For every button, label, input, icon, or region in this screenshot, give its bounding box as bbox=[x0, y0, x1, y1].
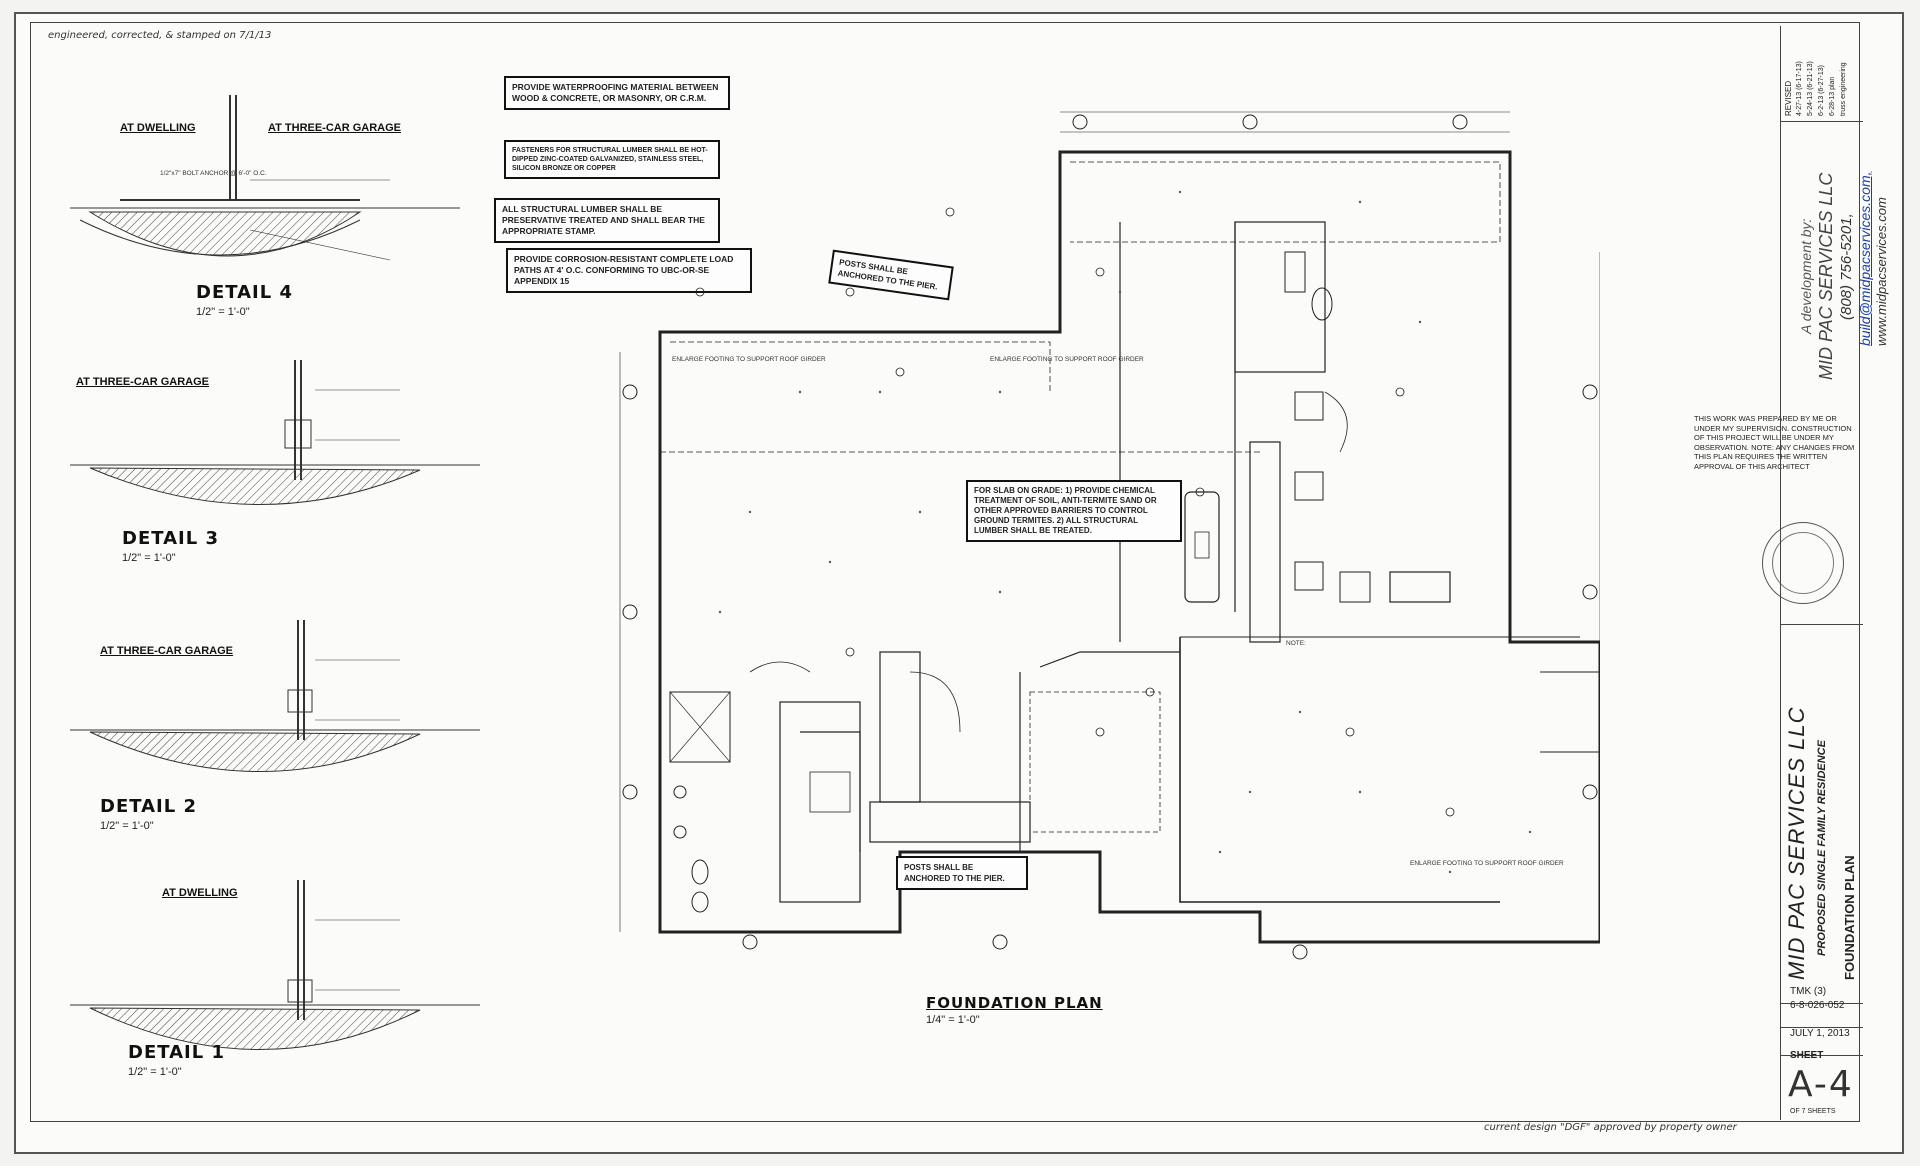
note-structural-lumber: ALL STRUCTURAL LUMBER SHALL BE PRESERVAT… bbox=[494, 198, 720, 243]
plan-callout-d: ENLARGE FOOTING TO SUPPORT ROOF GIRDER bbox=[1410, 860, 1564, 867]
tmk-value: 6-8-026-052 bbox=[1790, 1000, 1845, 1011]
company-name: MID PAC SERVICES LLC bbox=[1784, 706, 1809, 980]
detail-4-scale: 1/2" = 1'-0" bbox=[196, 306, 250, 318]
detail-2-title: DETAIL 2 bbox=[100, 796, 198, 817]
plan-callout-c: NOTE: bbox=[1286, 640, 1306, 647]
date-cell bbox=[1781, 1028, 1863, 1056]
project-name: PROPOSED SINGLE FAMILY RESIDENCE bbox=[1816, 740, 1828, 956]
revision-3: 6-2-13 (6-27-13) bbox=[1818, 65, 1825, 116]
company-cell bbox=[1781, 624, 1863, 1004]
detail-4-label-b: AT THREE-CAR GARAGE bbox=[268, 122, 402, 134]
detail-4-title: DETAIL 4 bbox=[196, 282, 294, 303]
sheet-label: SHEET bbox=[1790, 1050, 1824, 1061]
architect-seal-inner bbox=[1772, 532, 1834, 594]
plan-scale: 1/4" = 1'-0" bbox=[926, 1014, 980, 1026]
plan-title: FOUNDATION PLAN bbox=[926, 994, 1103, 1012]
detail-3-section bbox=[70, 360, 480, 505]
revision-2: 5-24-13 (6-21-13) bbox=[1807, 61, 1814, 116]
tmk-label: TMK (3) bbox=[1790, 986, 1827, 997]
revision-4: 6-28-13 plan bbox=[1829, 76, 1836, 116]
tmk-cell bbox=[1781, 980, 1863, 1028]
footer-note: current design "DGF" approved by propert… bbox=[1484, 1122, 1737, 1133]
header-note: engineered, corrected, & stamped on 7/1/… bbox=[48, 30, 272, 41]
plan-callout-a: ENLARGE FOOTING TO SUPPORT ROOF GIRDER bbox=[672, 356, 826, 363]
detail-4-section bbox=[70, 95, 460, 261]
detail-4-callout: 1/2"x7" BOLT ANCHOR @ 6'-0" O.C. bbox=[160, 170, 267, 177]
detail-3-scale: 1/2" = 1'-0" bbox=[122, 552, 176, 564]
section-details-drawing bbox=[70, 95, 480, 1050]
detail-1-section bbox=[70, 880, 480, 1050]
plan-callout-b: ENLARGE FOOTING TO SUPPORT ROOF GIRDER bbox=[990, 356, 1144, 363]
note-load-paths: PROVIDE CORROSION-RESISTANT COMPLETE LOA… bbox=[506, 248, 752, 293]
foundation-plan-drawing bbox=[619, 111, 1600, 960]
note-waterproofing: PROVIDE WATERPROOFING MATERIAL BETWEEN W… bbox=[504, 76, 730, 110]
revision-1: 4-27-13 (6-17-13) bbox=[1796, 61, 1803, 116]
revised-label: REVISED bbox=[1784, 80, 1793, 116]
detail-3-title: DETAIL 3 bbox=[122, 528, 220, 549]
sheet-of: OF 7 SHEETS bbox=[1790, 1108, 1836, 1115]
supervision-note: THIS WORK WAS PREPARED BY ME OR UNDER MY… bbox=[1694, 414, 1855, 471]
detail-1-scale: 1/2" = 1'-0" bbox=[128, 1066, 182, 1078]
detail-2-scale: 1/2" = 1'-0" bbox=[100, 820, 154, 832]
revision-5: truss engineering bbox=[1840, 62, 1847, 116]
sheet-name: FOUNDATION PLAN bbox=[1842, 855, 1857, 980]
sheet-number: A-4 bbox=[1788, 1064, 1854, 1105]
detail-3-label: AT THREE-CAR GARAGE bbox=[76, 376, 210, 388]
developer-web[interactable]: www.midpacservices.com bbox=[1874, 197, 1889, 346]
detail-4-label-a: AT DWELLING bbox=[120, 122, 196, 134]
architect-seal bbox=[1762, 522, 1844, 604]
drawing-border bbox=[30, 22, 1860, 1122]
detail-2-section bbox=[70, 620, 480, 772]
sheet-date: JULY 1, 2013 bbox=[1790, 1028, 1850, 1039]
title-block bbox=[1780, 26, 1863, 1120]
detail-1-title: DETAIL 1 bbox=[128, 1042, 226, 1063]
drawing-sheet bbox=[14, 12, 1904, 1154]
detail-2-label: AT THREE-CAR GARAGE bbox=[100, 645, 234, 657]
note-termite: FOR SLAB ON GRADE: 1) PROVIDE CHEMICAL T… bbox=[966, 480, 1182, 542]
detail-1-label: AT DWELLING bbox=[162, 887, 238, 899]
revision-cell bbox=[1781, 26, 1863, 122]
note-posts-pier-2: POSTS SHALL BE ANCHORED TO THE PIER. bbox=[896, 856, 1028, 890]
note-fasteners: FASTENERS FOR STRUCTURAL LUMBER SHALL BE… bbox=[504, 140, 720, 179]
